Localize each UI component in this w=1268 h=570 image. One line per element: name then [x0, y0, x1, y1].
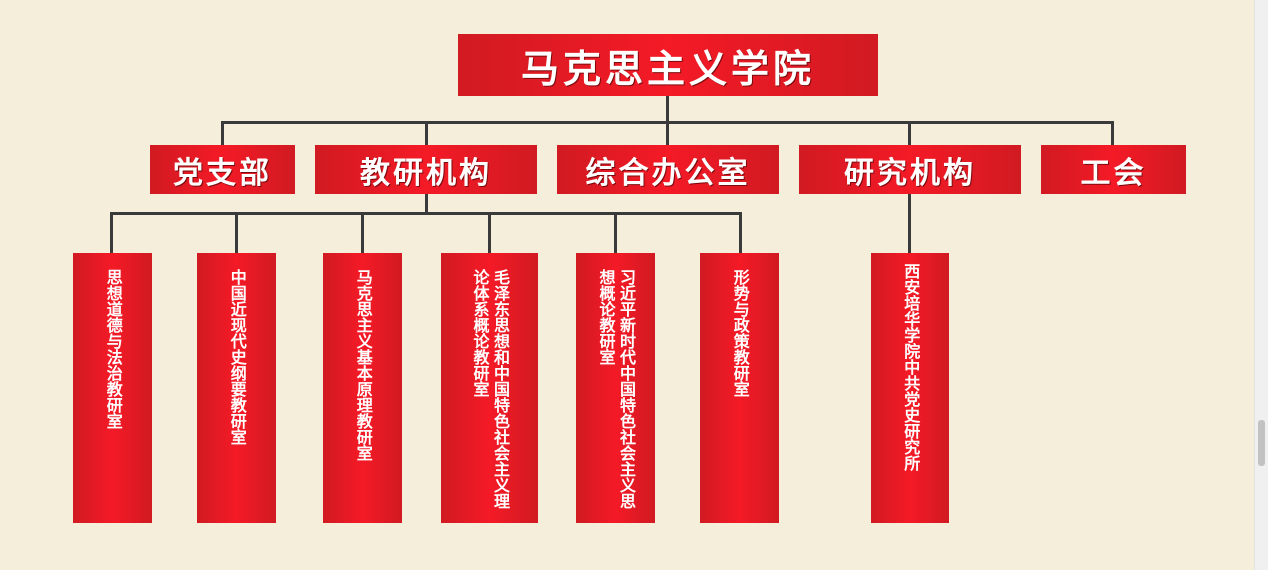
unit-ethics-law: 思想道德与法治教研室 — [73, 253, 152, 523]
node-teaching-org: 教研机构 — [315, 145, 537, 194]
node-research-org-label: 研究机构 — [844, 155, 976, 191]
node-general-office: 综合办公室 — [557, 145, 779, 194]
unit-marxism-principles-label: 马克思主义基本原理教研室 — [353, 269, 373, 461]
connector-unit-3 — [361, 212, 364, 253]
node-general-office-label: 综合办公室 — [585, 155, 751, 191]
connector-research-stem — [908, 194, 911, 253]
connector-unit-2 — [235, 212, 238, 253]
connector-unit-1 — [110, 212, 113, 253]
connector-to-teaching-org — [425, 121, 428, 145]
connector-unit-4 — [488, 212, 491, 253]
unit-xi-thought: 习近平新时代中国特色社会主义思想概论教研室 — [576, 253, 655, 523]
node-union-label: 工会 — [1080, 155, 1147, 191]
node-teaching-org-label: 教研机构 — [360, 155, 492, 191]
connector-teaching-bar — [110, 212, 742, 215]
connector-unit-5 — [614, 212, 617, 253]
connector-root-stem — [666, 96, 669, 123]
unit-modern-history-label: 中国近现代史纲要教研室 — [227, 269, 247, 445]
node-research-org: 研究机构 — [799, 145, 1021, 194]
unit-mao-thought: 毛泽东思想和中国特色社会主义理论体系概论教研室 — [441, 253, 538, 523]
connector-to-party-branch — [221, 121, 224, 145]
unit-party-history-institute-label: 西安培华学院中共党史研究所 — [901, 263, 921, 471]
connector-teaching-stem — [425, 194, 428, 214]
unit-modern-history: 中国近现代史纲要教研室 — [197, 253, 276, 523]
vertical-scrollbar[interactable] — [1254, 0, 1268, 570]
unit-situation-policy-label: 形势与政策教研室 — [730, 269, 750, 397]
node-party-branch-label: 党支部 — [173, 155, 272, 191]
unit-ethics-law-label: 思想道德与法治教研室 — [103, 269, 123, 429]
unit-marxism-principles: 马克思主义基本原理教研室 — [323, 253, 402, 523]
node-party-branch: 党支部 — [150, 145, 295, 194]
root-label: 马克思主义学院 — [520, 46, 815, 91]
connector-to-union — [1111, 121, 1114, 145]
connector-to-research-org — [908, 121, 911, 145]
connector-unit-6 — [739, 212, 742, 253]
connector-to-office — [666, 121, 669, 145]
node-union: 工会 — [1041, 145, 1186, 194]
unit-mao-thought-label: 毛泽东思想和中国特色社会主义理论体系概论教研室 — [470, 269, 511, 509]
unit-party-history-institute: 西安培华学院中共党史研究所 — [871, 253, 949, 523]
root-node: 马克思主义学院 — [458, 34, 878, 96]
unit-xi-thought-label: 习近平新时代中国特色社会主义思想概论教研室 — [596, 269, 637, 509]
unit-situation-policy: 形势与政策教研室 — [700, 253, 779, 523]
scrollbar-thumb[interactable] — [1258, 420, 1265, 466]
